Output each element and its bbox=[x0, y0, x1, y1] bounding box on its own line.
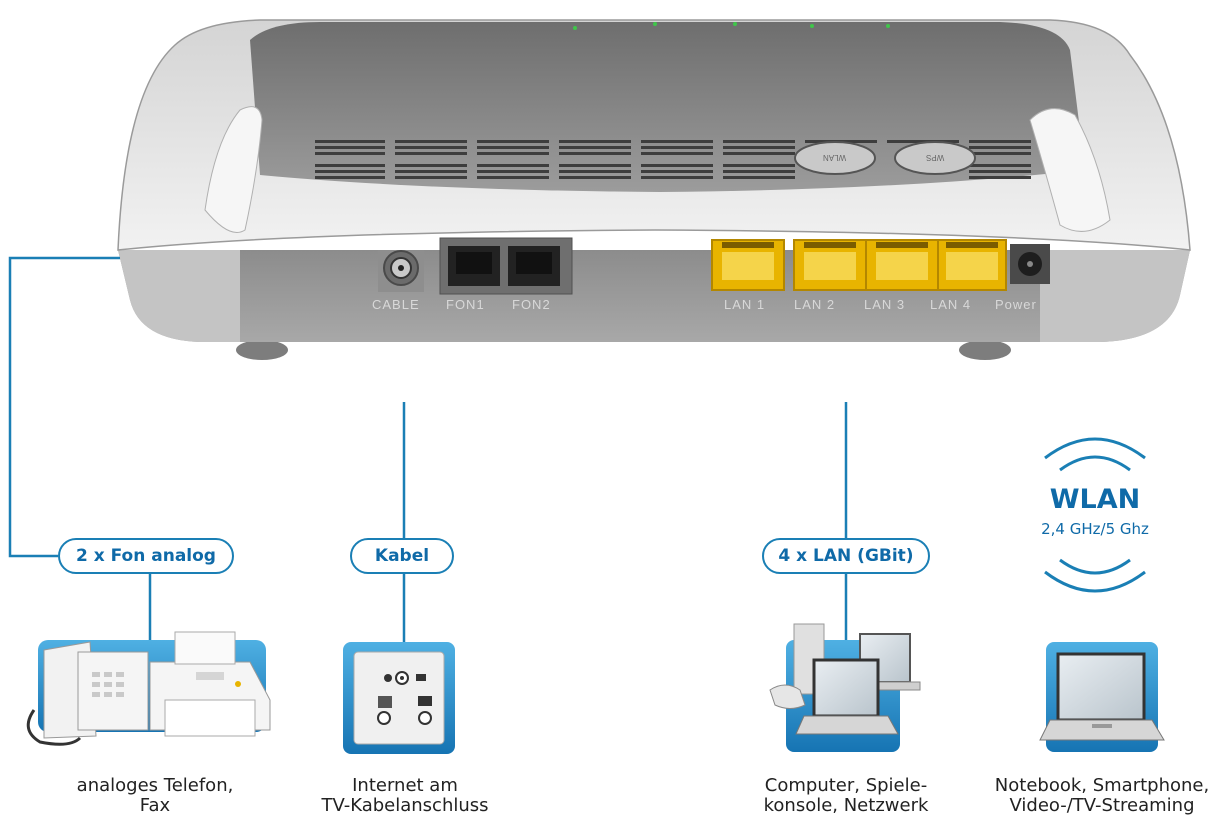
connection-lines bbox=[8, 256, 848, 645]
computer-console-icon bbox=[769, 623, 921, 752]
port-label-fon2: FON2 bbox=[512, 297, 551, 312]
router-grip-right bbox=[1029, 108, 1111, 232]
port-label-lan3: LAN 3 bbox=[864, 297, 906, 312]
cable-connection-pill: Kabel bbox=[350, 538, 454, 574]
wall-socket-icon bbox=[343, 642, 455, 754]
fon-caption-line2: Fax bbox=[139, 795, 171, 816]
cable-caption: Internet am TV-Kabelanschluss bbox=[300, 776, 510, 816]
port-label-cable: CABLE bbox=[372, 297, 420, 312]
router-foot bbox=[236, 340, 288, 360]
router-foot bbox=[959, 340, 1011, 360]
cable-port bbox=[378, 250, 424, 292]
port-label-power: Power bbox=[995, 297, 1037, 312]
wlan-caption-line1: Notebook, Smartphone, bbox=[994, 775, 1210, 796]
wlan-caption-line2: Video-/TV-Streaming bbox=[1009, 795, 1195, 816]
port-label-lan4: LAN 4 bbox=[930, 297, 972, 312]
wps-button-label: WPS bbox=[926, 153, 945, 162]
lan-caption: Computer, Spiele- konsole, Netzwerk bbox=[736, 776, 956, 816]
wlan-button-label: WLAN bbox=[823, 153, 847, 162]
lan-connection-pill: 4 x LAN (GBit) bbox=[762, 538, 930, 574]
router-device bbox=[117, 19, 1191, 360]
cable-caption-line2: TV-Kabelanschluss bbox=[321, 795, 489, 816]
router-grip-left bbox=[204, 106, 263, 233]
lan-caption-line2: konsole, Netzwerk bbox=[763, 795, 929, 816]
router-top-inset bbox=[250, 22, 1085, 192]
wlan-button[interactable] bbox=[794, 141, 876, 175]
router-side-left bbox=[118, 250, 240, 342]
lan-ports bbox=[711, 239, 1007, 291]
lan-caption-line1: Computer, Spiele- bbox=[764, 775, 928, 796]
phone-fax-icon bbox=[26, 631, 271, 746]
cable-caption-line1: Internet am bbox=[352, 775, 458, 796]
port-label-lan2: LAN 2 bbox=[794, 297, 836, 312]
router-vents bbox=[315, 140, 1031, 179]
notebook-icon bbox=[1039, 642, 1165, 752]
router-side-right bbox=[1040, 250, 1190, 342]
fon-caption: analoges Telefon, Fax bbox=[50, 776, 260, 816]
port-label-fon1: FON1 bbox=[446, 297, 485, 312]
wps-button[interactable] bbox=[894, 141, 976, 175]
wlan-title: WLAN bbox=[1049, 484, 1141, 515]
port-label-lan1: LAN 1 bbox=[724, 297, 766, 312]
fon-ports bbox=[439, 237, 573, 295]
fon-connection-pill: 2 x Fon analog bbox=[58, 538, 234, 574]
wifi-waves-icon bbox=[1044, 437, 1146, 593]
fon-caption-line1: analoges Telefon, bbox=[76, 775, 234, 796]
router-leds bbox=[573, 22, 890, 30]
power-port bbox=[1010, 244, 1050, 284]
wlan-caption: Notebook, Smartphone, Video-/TV-Streamin… bbox=[978, 776, 1226, 816]
fon-line bbox=[8, 256, 120, 558]
wlan-frequency: 2,4 GHz/5 Ghz bbox=[1041, 520, 1149, 538]
